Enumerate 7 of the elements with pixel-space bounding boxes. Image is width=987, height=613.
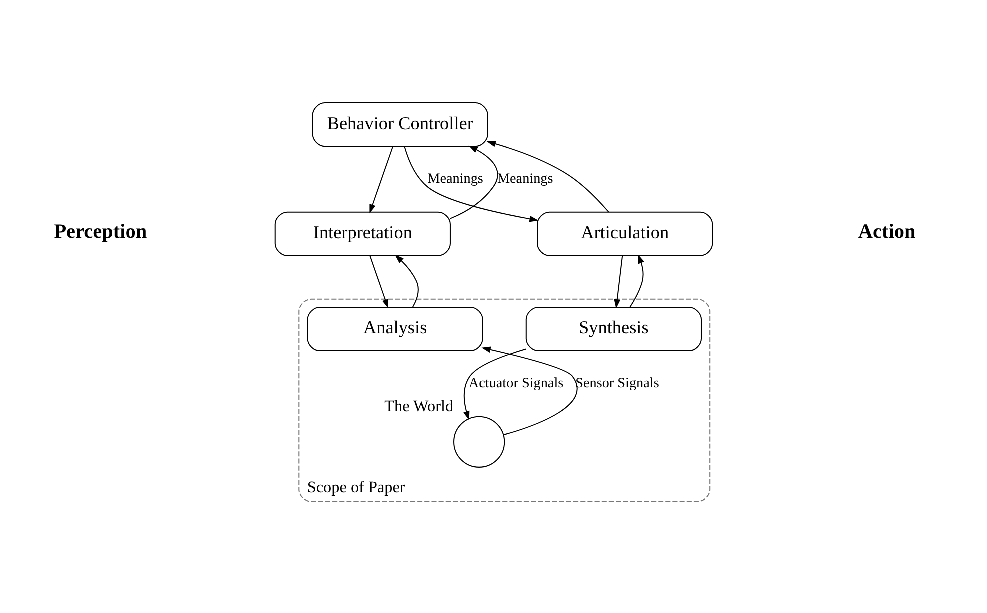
- label: Perception: [54, 221, 147, 244]
- edge-label: Actuator Signals: [468, 376, 564, 392]
- label: Action: [858, 221, 916, 244]
- node-label: The World: [384, 398, 454, 416]
- edge-label: Meanings: [496, 171, 553, 188]
- edge-label: Meanings: [427, 171, 483, 188]
- edge-label: Sensor Signals: [575, 376, 659, 392]
